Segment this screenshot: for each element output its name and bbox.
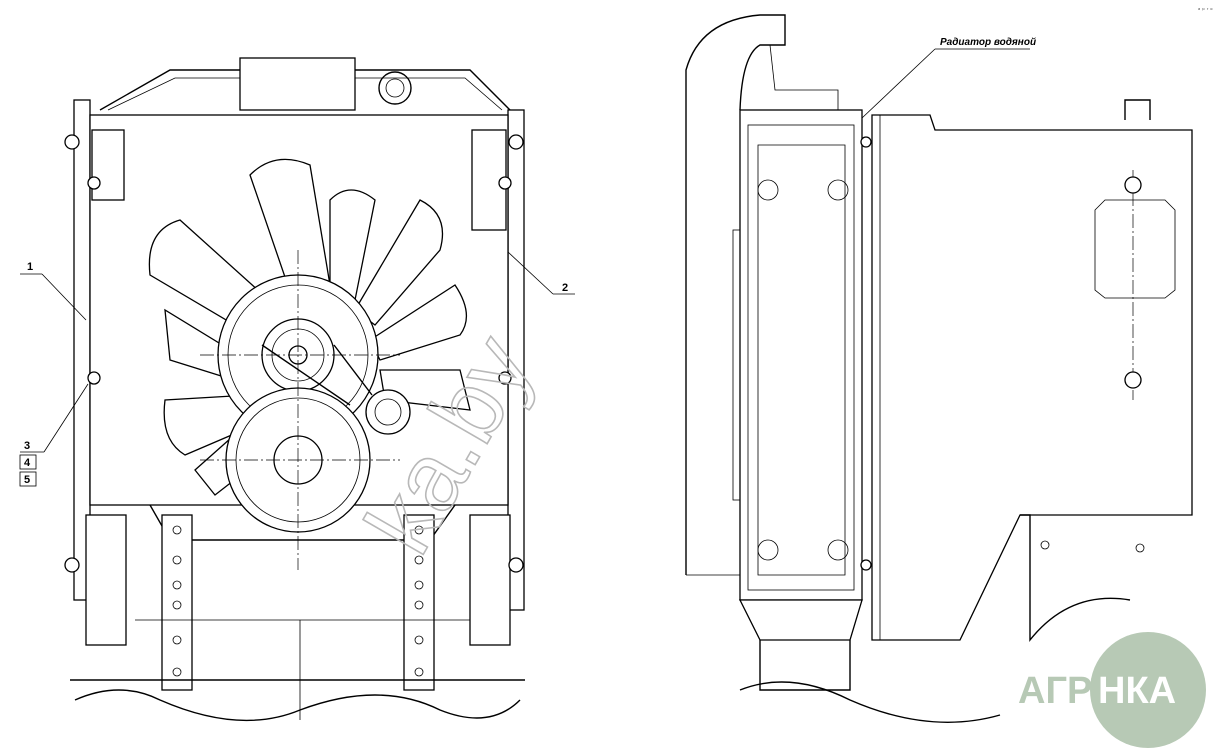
callout-label-3: 3	[24, 440, 30, 452]
callout-label-1: 1	[27, 261, 33, 273]
corner-mark: ᵃ ᵖ ʳ ᵒ	[1198, 7, 1213, 14]
logo-text-left: АГРО	[1018, 670, 1121, 712]
logo-text-right: НКА	[1098, 670, 1176, 712]
callout-label-5: 5	[24, 474, 30, 486]
part-caption: Радиатор водяной	[861, 37, 1036, 119]
radiator-caption: Радиатор водяной	[940, 37, 1036, 48]
callout-1: 1	[20, 261, 87, 321]
callout-label-2: 2	[562, 282, 568, 294]
side-view	[685, 14, 1193, 723]
front-view	[64, 57, 525, 722]
callout-3-5: 3 4 5	[19, 383, 89, 487]
callout-2: 2	[507, 251, 575, 295]
agronka-logo: АГРО НКА	[1018, 632, 1206, 748]
callout-label-4: 4	[24, 457, 31, 469]
